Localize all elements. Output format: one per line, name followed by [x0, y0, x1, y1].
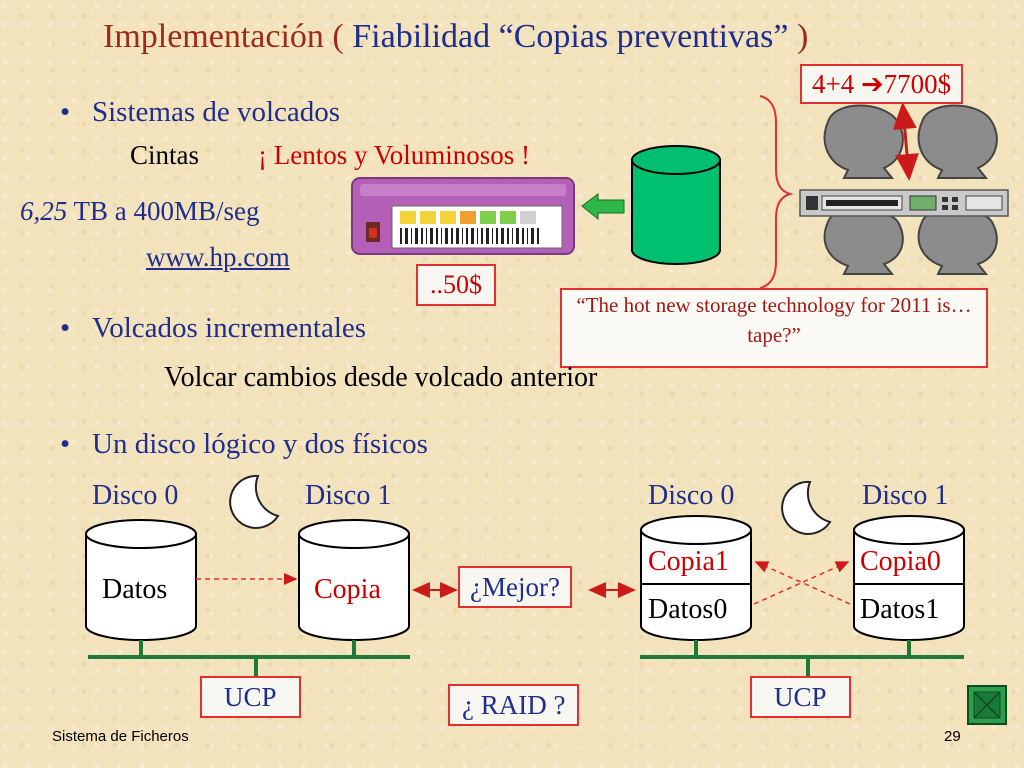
datos0-label: Datos0: [648, 594, 728, 625]
page-number: 29: [944, 728, 961, 745]
bullet-volcados: •Sistemas de volcados: [60, 96, 341, 128]
disk-icon: [640, 515, 752, 641]
speed-label: 6,25 TB a 400MB/seg: [20, 196, 260, 226]
moon-icon: [229, 474, 280, 529]
copia0-label: Copia0: [860, 546, 941, 577]
cross-arrow: [753, 561, 850, 605]
copia-label: Copia: [314, 574, 381, 605]
footer-title: Sistema de Ficheros: [52, 728, 189, 745]
ucp-left: UCP: [200, 676, 301, 718]
size-arrow: [892, 102, 919, 181]
lentos-label: ¡ Lentos y Voluminosos !: [258, 140, 531, 170]
mejor-box: ¿Mejor?: [458, 566, 572, 608]
bullet-incrementales: •Volcados incrementales: [60, 312, 367, 344]
left-disk1-label: Disco 1: [305, 480, 392, 511]
reel-icon: [823, 104, 998, 275]
datos1-label: Datos1: [860, 594, 940, 625]
hp-link[interactable]: www.hp.com: [146, 242, 290, 272]
disk-icon: [853, 515, 965, 641]
price-small: ..50$: [416, 264, 496, 306]
brace-icon: [759, 95, 794, 289]
datos-label: Datos: [102, 574, 168, 605]
cintas-label: Cintas: [130, 140, 200, 170]
right-disk0-label: Disco 0: [648, 480, 735, 511]
moon-icon: [781, 480, 832, 535]
slide-title: Implementación ( Fiabilidad “Copias prev…: [103, 18, 809, 55]
disk-icon: [85, 519, 197, 641]
bullet-disco-logico: •Un disco lógico y dos físicos: [60, 428, 428, 460]
disk-icon: [298, 519, 410, 641]
ucp-right: UCP: [750, 676, 851, 718]
arrow-left-icon: [581, 193, 625, 221]
next-slide-icon[interactable]: [967, 685, 1007, 725]
tape-quote: “The hot new storage technology for 2011…: [560, 288, 988, 368]
cross-arrow: [754, 561, 851, 605]
bus-line: [88, 640, 410, 676]
storage-cylinder-icon: [631, 145, 721, 265]
copia1-label: Copia1: [648, 546, 729, 577]
arrow-right-icon: ➔: [860, 69, 884, 99]
price-big: 4+4 ➔7700$: [800, 64, 964, 104]
raid-box: ¿ RAID ?: [448, 684, 580, 726]
bus-line: [640, 640, 964, 676]
tape-cartridge-icon: [351, 177, 575, 255]
tape-drive-icon: [799, 189, 1009, 217]
left-disk0-label: Disco 0: [92, 480, 179, 511]
incremental-desc: Volcar cambios desde volcado anterior: [164, 362, 598, 393]
right-disk1-label: Disco 1: [862, 480, 949, 511]
